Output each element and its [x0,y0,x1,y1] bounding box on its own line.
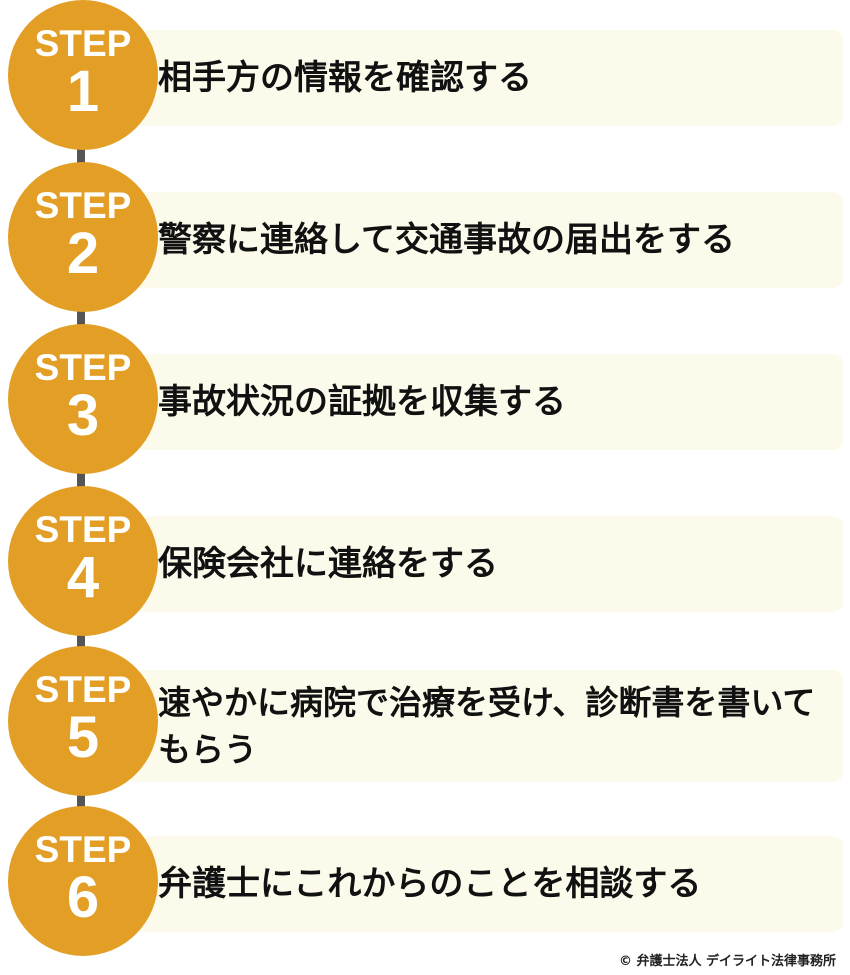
step-5: 速やかに病院で治療を受け、診断書を書いてもらう STEP 5 [8,646,843,796]
step-5-badge: STEP 5 [8,646,158,796]
step-4: 保険会社に連絡をする STEP 4 [8,486,843,636]
step-3-text: 事故状況の証拠を収集する [158,382,566,422]
step-6-label: STEP [34,829,132,870]
step-2-number: 2 [66,221,100,286]
step-2-bar: 警察に連絡して交通事故の届出をする [128,192,843,288]
copyright-credit: © 弁護士法人 デイライト法律事務所 [618,954,836,969]
step-1-bar: 相手方の情報を確認する [128,30,843,126]
step-1-number: 1 [66,59,100,124]
step-6: 弁護士にこれからのことを相談する STEP 6 [8,806,843,956]
step-4-badge: STEP 4 [8,486,158,636]
step-3-label: STEP [34,347,132,388]
step-1-text: 相手方の情報を確認する [158,58,532,98]
step-6-bar: 弁護士にこれからのことを相談する [128,836,843,932]
step-1: 相手方の情報を確認する STEP 1 [8,0,843,150]
step-2: 警察に連絡して交通事故の届出をする STEP 2 [8,162,843,312]
step-5-number: 5 [66,705,100,770]
step-3-bar: 事故状況の証拠を収集する [128,354,843,450]
step-4-text: 保険会社に連絡をする [158,544,498,584]
step-5-text: 速やかに病院で治療を受け、診断書を書いてもらう [158,683,816,769]
step-3-badge: STEP 3 [8,324,158,474]
step-4-label: STEP [34,509,132,550]
step-4-bar: 保険会社に連絡をする [128,516,843,612]
step-1-badge: STEP 1 [8,0,158,150]
step-3: 事故状況の証拠を収集する STEP 3 [8,324,843,474]
step-2-badge: STEP 2 [8,162,158,312]
step-6-text: 弁護士にこれからのことを相談する [158,864,702,904]
step-2-label: STEP [34,185,132,226]
step-2-text: 警察に連絡して交通事故の届出をする [158,220,735,260]
step-6-number: 6 [66,865,100,930]
step-5-bar: 速やかに病院で治療を受け、診断書を書いてもらう [128,670,843,782]
step-3-number: 3 [66,383,100,448]
step-5-label: STEP [34,669,132,710]
step-1-label: STEP [34,23,132,64]
step-6-badge: STEP 6 [8,806,158,956]
step-4-number: 4 [66,545,100,610]
